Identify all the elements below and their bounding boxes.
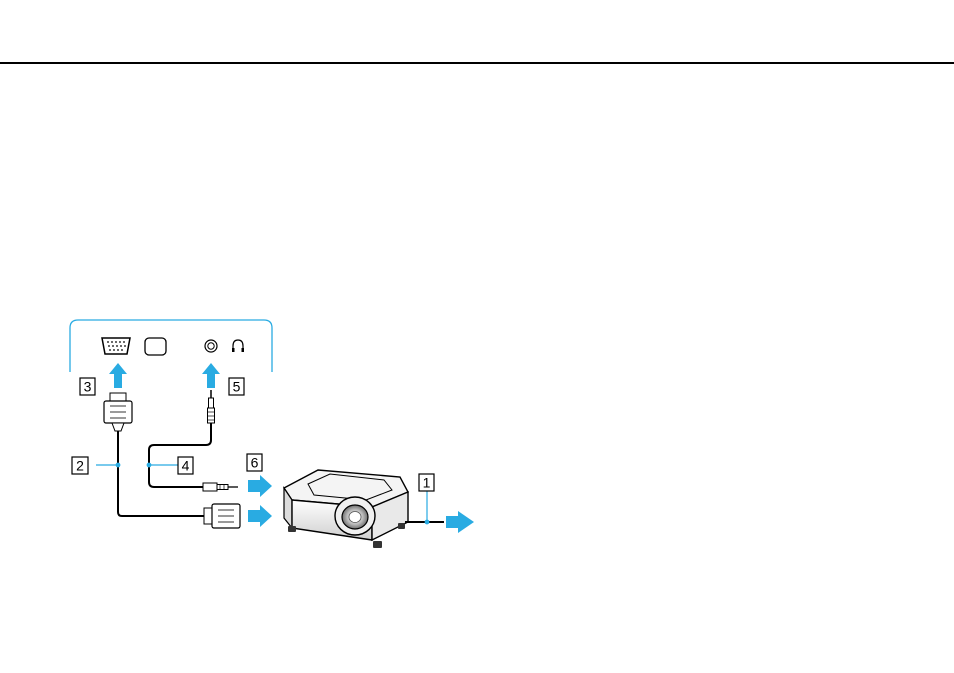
hdmi-port-icon: [145, 338, 166, 355]
callout-1: 1: [419, 474, 434, 491]
svg-text:1: 1: [423, 475, 431, 491]
arrow-up-vga-icon: [109, 363, 127, 388]
vga-cable-connector: [104, 393, 132, 431]
audio-cable-plug: [208, 390, 215, 423]
callout-5: 5: [229, 378, 244, 395]
vga-plug-projector-end: [204, 504, 240, 528]
callout-6: 6: [247, 454, 262, 471]
headphone-icon: [232, 340, 244, 352]
vga-port-icon: [102, 338, 130, 354]
callout-2: 2: [72, 457, 88, 474]
arrow-right-audio-icon: [248, 475, 272, 497]
callout-4: 4: [178, 457, 193, 474]
arrow-up-audio-icon: [202, 363, 220, 388]
audio-port-icon: [205, 340, 217, 352]
arrow-right-power-icon: [446, 511, 474, 533]
svg-text:2: 2: [76, 458, 84, 474]
projector-icon: [284, 470, 408, 548]
computer-port-panel: [70, 320, 272, 372]
svg-text:6: 6: [251, 455, 259, 471]
arrow-right-vga-icon: [248, 505, 272, 527]
svg-text:4: 4: [182, 458, 190, 474]
svg-text:3: 3: [84, 379, 92, 395]
callout-3: 3: [80, 378, 95, 395]
svg-text:5: 5: [233, 379, 241, 395]
audio-plug-projector-end: [203, 483, 238, 491]
audio-cable: [149, 423, 211, 487]
